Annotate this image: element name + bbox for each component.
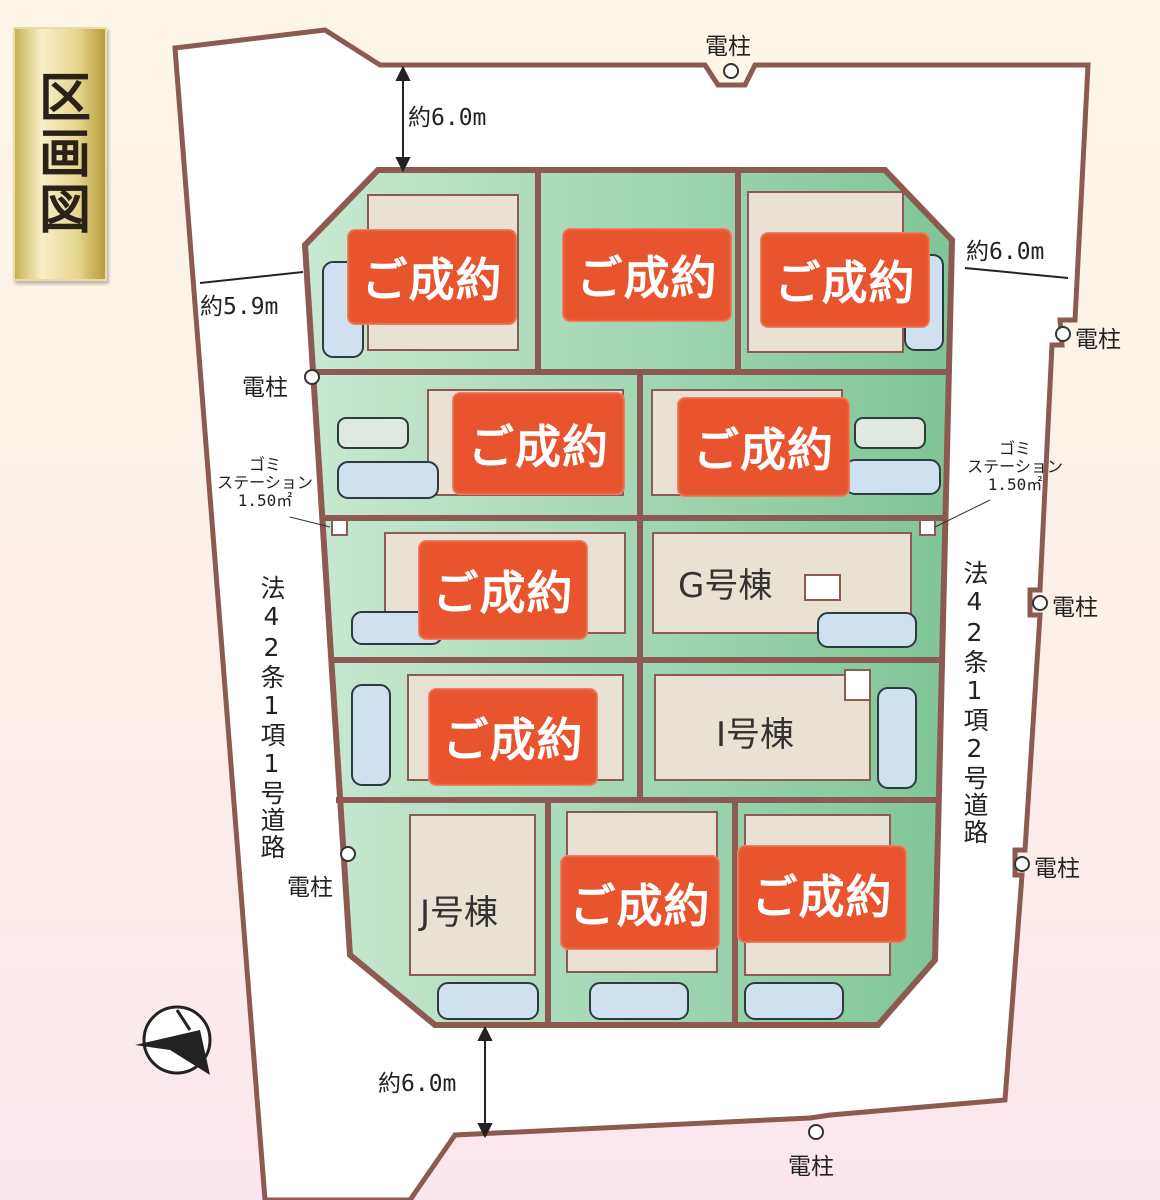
dimension-arrows	[199, 65, 1069, 1139]
garbage-station-left	[331, 519, 348, 536]
garbage-station-label-right: ゴミ ステーション 1.50㎡	[950, 440, 1080, 494]
sold-badge: ご成約	[428, 688, 598, 786]
utility-pole-label: 電柱	[1034, 856, 1080, 882]
garbage-station-name: ゴミ	[998, 439, 1031, 458]
sold-badge: ご成約	[562, 228, 732, 322]
parked-cars	[322, 254, 944, 1020]
sold-badge: ご成約	[418, 540, 588, 640]
utility-pole-label: 電柱	[1075, 327, 1121, 353]
dimension-top: 約6.0m	[408, 105, 487, 131]
garbage-station-area: 1.50㎡	[987, 475, 1043, 494]
dimension-bottom: 約6.0m	[378, 1071, 457, 1097]
garbage-station-name: ゴミ	[248, 455, 281, 474]
lot-label-i: I号棟	[716, 715, 795, 755]
utility-pole-label: 電柱	[287, 875, 333, 901]
lot-label-g: G号棟	[678, 566, 773, 606]
development-site	[301, 167, 956, 1028]
title-plaque: 区画図	[13, 27, 107, 281]
sold-badge: ご成約	[760, 232, 930, 328]
lot-dividers	[312, 170, 948, 1025]
utility-pole-icons	[304, 63, 1071, 1140]
garbage-station-label-left: ゴミ ステーション 1.50㎡	[200, 456, 330, 510]
sold-badge: ご成約	[560, 855, 720, 950]
dimension-left: 約5.9m	[200, 294, 279, 320]
dimension-right: 約6.0m	[966, 239, 1045, 265]
road-label-right: 法42条1項2号道路	[960, 560, 989, 846]
sold-badge: ご成約	[737, 845, 907, 943]
garbage-station-name: ステーション	[217, 473, 313, 492]
road-label-left: 法42条1項1号道路	[257, 575, 286, 861]
north-compass-icon	[135, 1005, 212, 1075]
garbage-station-name: ステーション	[967, 457, 1063, 476]
garbage-station-right	[919, 519, 936, 536]
utility-pole-label: 電柱	[788, 1154, 834, 1180]
sold-badge: ご成約	[677, 397, 850, 497]
utility-pole-label: 電柱	[242, 375, 288, 401]
page-title: 区画図	[29, 70, 91, 238]
sold-badge: ご成約	[452, 392, 625, 495]
lot-label-j: J号棟	[420, 893, 499, 933]
utility-pole-label: 電柱	[1052, 595, 1098, 621]
sold-badge: ご成約	[347, 229, 517, 325]
garbage-station-area: 1.50㎡	[237, 491, 293, 510]
utility-pole-label: 電柱	[705, 34, 751, 60]
